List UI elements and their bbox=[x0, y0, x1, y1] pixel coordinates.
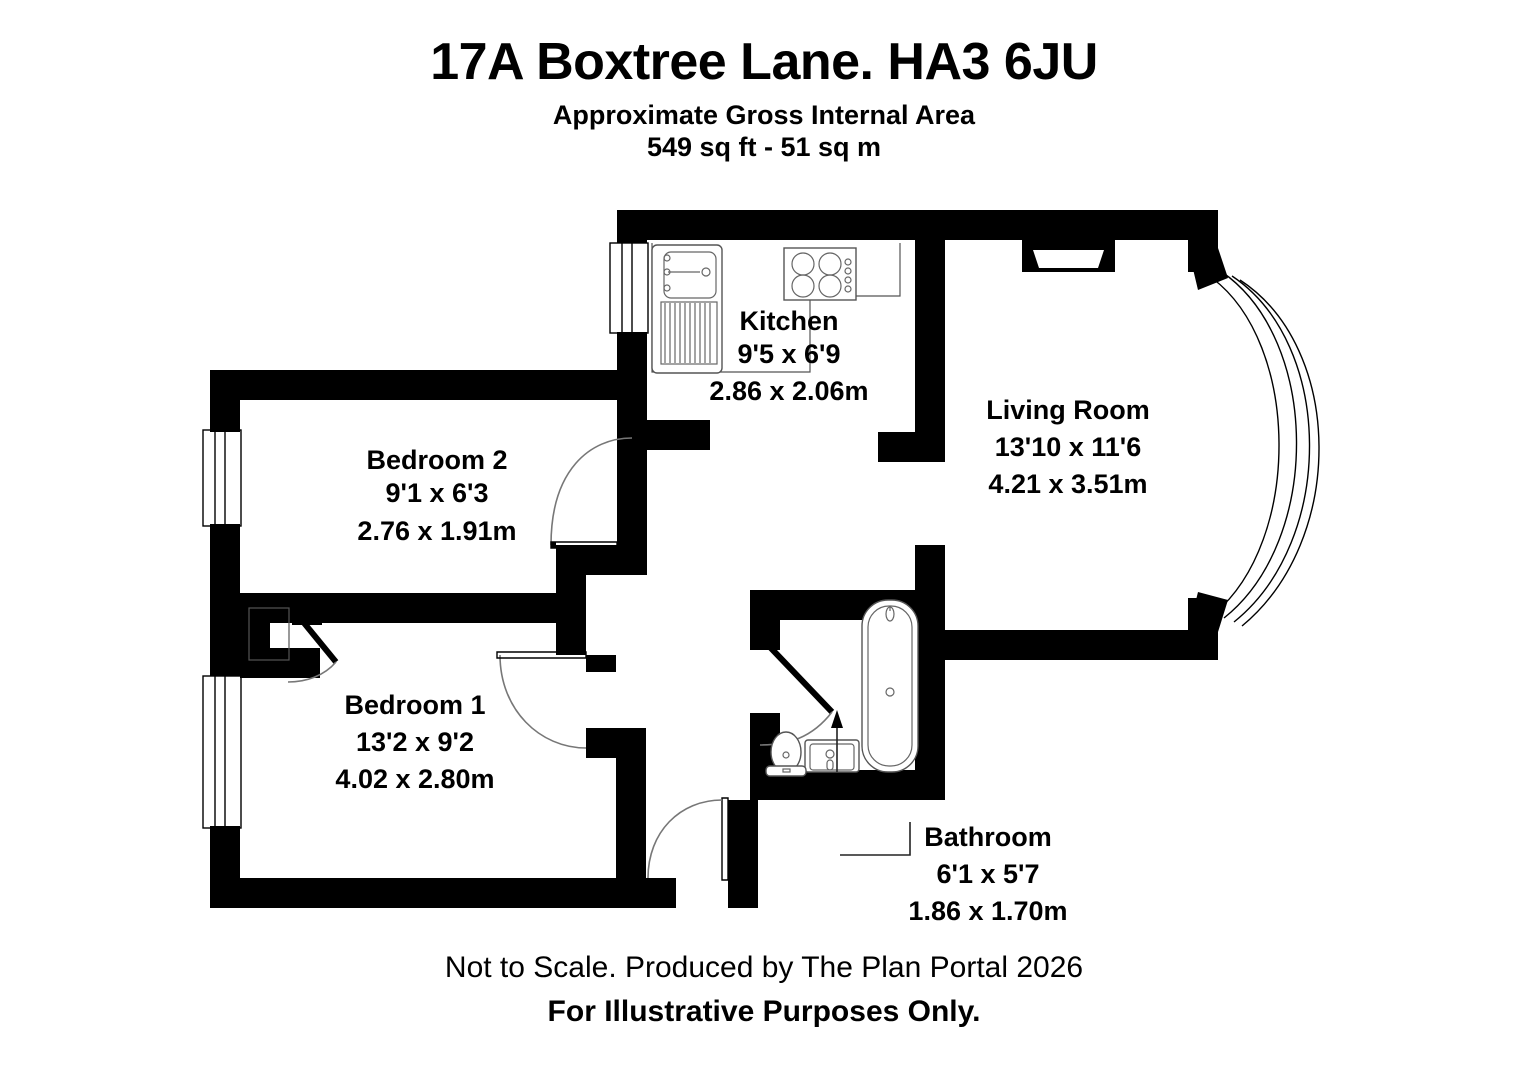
room-label-kitchen: Kitchen 9'5 x 6'9 2.86 x 2.06m bbox=[709, 306, 868, 406]
bedroom-1-metric: 4.02 x 2.80m bbox=[335, 764, 494, 794]
window-kitchen bbox=[609, 242, 649, 334]
door-bedroom-2 bbox=[550, 437, 633, 549]
disclaimer-illustrative: For Illustrative Purposes Only. bbox=[547, 995, 981, 1028]
room-label-bedroom-2: Bedroom 2 9'1 x 6'3 2.76 x 1.91m bbox=[357, 445, 516, 546]
room-label-bedroom-1: Bedroom 1 13'2 x 9'2 4.02 x 2.80m bbox=[335, 690, 494, 794]
living-room-name: Living Room bbox=[986, 395, 1150, 425]
bathroom-direction-arrow-icon bbox=[831, 710, 843, 772]
window-bay-living-room bbox=[1211, 271, 1320, 627]
plan-header: 17A Boxtree Lane. HA3 6JU Approximate Gr… bbox=[0, 0, 1528, 163]
bathroom-imperial: 6'1 x 5'7 bbox=[937, 859, 1040, 889]
wall-structure bbox=[210, 210, 1228, 908]
area-value: 549 sq ft - 51 sq m bbox=[646, 132, 882, 163]
living-room-imperial: 13'10 x 11'6 bbox=[995, 432, 1141, 462]
room-label-bathroom: Bathroom 6'1 x 5'7 1.86 x 1.70m bbox=[908, 822, 1067, 926]
bathroom-bath-icon bbox=[861, 599, 919, 773]
bedroom-2-metric: 2.76 x 1.91m bbox=[357, 516, 516, 546]
bathroom-basin-icon bbox=[804, 739, 860, 773]
bathroom-fixtures bbox=[765, 599, 919, 777]
bedroom-2-imperial: 9'1 x 6'3 bbox=[386, 478, 489, 508]
bedroom-2-name: Bedroom 2 bbox=[366, 445, 507, 475]
windows bbox=[202, 242, 1320, 829]
doors bbox=[287, 437, 835, 881]
room-label-living-room: Living Room 13'10 x 11'6 4.21 x 3.51m bbox=[986, 395, 1150, 499]
kitchen-imperial: 9'5 x 6'9 bbox=[738, 339, 841, 369]
living-room-metric: 4.21 x 3.51m bbox=[988, 469, 1147, 499]
bedroom-1-imperial: 13'2 x 9'2 bbox=[356, 727, 474, 757]
bedroom1-cupboard-icon bbox=[248, 607, 290, 661]
plan-footer: Not to Scale. Produced by The Plan Porta… bbox=[0, 950, 1528, 1030]
window-bedroom-1 bbox=[202, 675, 242, 829]
window-bedroom-2 bbox=[202, 429, 242, 527]
kitchen-metric: 2.86 x 2.06m bbox=[709, 376, 868, 406]
bathroom-label-leader bbox=[840, 822, 911, 856]
door-hall-entry bbox=[647, 797, 729, 881]
area-caption: Approximate Gross Internal Area bbox=[552, 100, 976, 131]
door-bathroom bbox=[759, 642, 835, 746]
kitchen-name: Kitchen bbox=[739, 306, 838, 336]
bathroom-wc-icon bbox=[765, 731, 807, 777]
kitchen-drainer-icon bbox=[660, 301, 718, 365]
disclaimer-producer: Not to Scale. Produced by The Plan Porta… bbox=[444, 951, 1084, 984]
kitchen-fixtures bbox=[651, 243, 901, 374]
kitchen-hob-icon bbox=[783, 247, 857, 301]
bathroom-metric: 1.86 x 1.70m bbox=[908, 896, 1067, 926]
page-title: 17A Boxtree Lane. HA3 6JU bbox=[430, 33, 1098, 91]
bedroom-1-name: Bedroom 1 bbox=[344, 690, 485, 720]
door-cupboard bbox=[287, 616, 339, 683]
door-bedroom-1 bbox=[496, 651, 587, 749]
bathroom-name: Bathroom bbox=[924, 822, 1052, 852]
kitchen-sink-icon bbox=[651, 244, 723, 374]
